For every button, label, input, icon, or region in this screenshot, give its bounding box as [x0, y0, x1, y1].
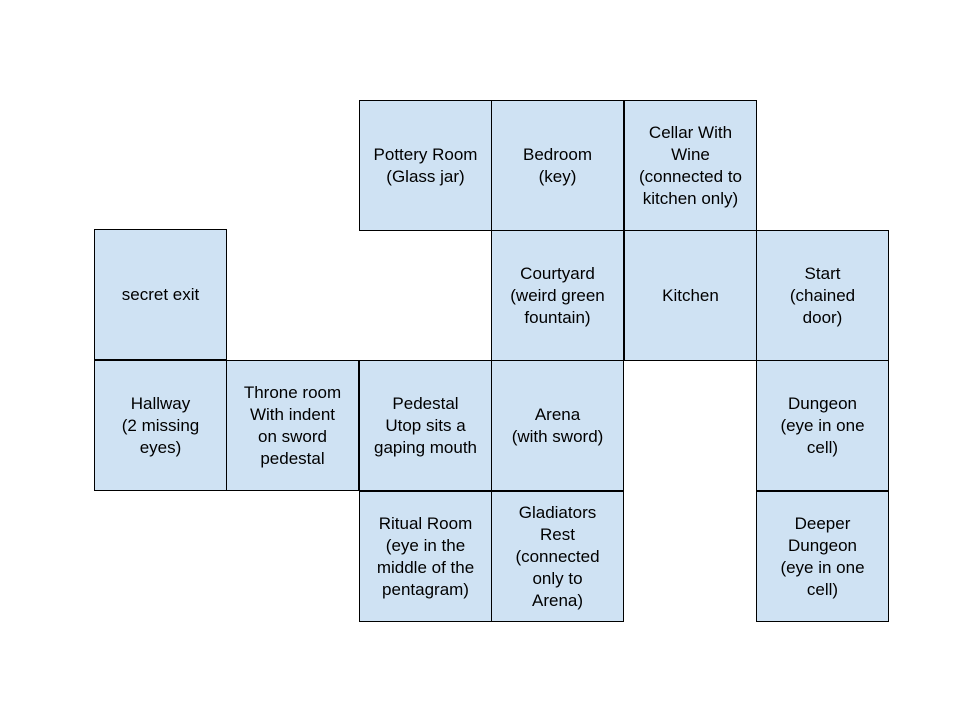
room-label: Throne room With indent on sword pedesta… [243, 382, 342, 468]
room-deeper-dungeon: Deeper Dungeon (eye in one cell) [756, 491, 889, 622]
room-throne-room: Throne room With indent on sword pedesta… [226, 360, 359, 491]
room-label: Gladiators Rest (connected only to Arena… [515, 502, 600, 610]
room-label: Dungeon (eye in one cell) [780, 393, 865, 457]
room-secret-exit: secret exit [94, 229, 227, 360]
room-label: Deeper Dungeon (eye in one cell) [780, 513, 865, 599]
room-courtyard: Courtyard (weird green fountain) [491, 230, 624, 361]
room-label: Hallway (2 missing eyes) [121, 393, 200, 457]
room-label: Pottery Room (Glass jar) [373, 144, 478, 186]
room-label: Bedroom (key) [523, 144, 592, 186]
room-label: Start (chained door) [789, 263, 856, 327]
room-cellar: Cellar With Wine (connected to kitchen o… [624, 100, 757, 231]
room-hallway: Hallway (2 missing eyes) [94, 360, 227, 491]
room-label: Kitchen [662, 285, 719, 305]
room-label: Ritual Room (eye in the middle of the pe… [376, 513, 475, 599]
room-arena: Arena (with sword) [491, 360, 624, 491]
room-label: Pedestal Utop sits a gaping mouth [373, 393, 478, 457]
room-pottery-room: Pottery Room (Glass jar) [359, 100, 492, 231]
room-bedroom: Bedroom (key) [491, 100, 624, 231]
room-kitchen: Kitchen [624, 230, 757, 361]
room-gladiators-rest: Gladiators Rest (connected only to Arena… [491, 491, 624, 622]
room-label: Courtyard (weird green fountain) [510, 263, 605, 327]
room-start: Start (chained door) [756, 230, 889, 361]
room-dungeon: Dungeon (eye in one cell) [756, 360, 889, 491]
room-label: Cellar With Wine (connected to kitchen o… [638, 122, 742, 208]
room-label: secret exit [121, 284, 200, 304]
room-label: Arena (with sword) [511, 404, 604, 446]
room-pedestal: Pedestal Utop sits a gaping mouth [359, 360, 492, 491]
room-ritual-room: Ritual Room (eye in the middle of the pe… [359, 491, 492, 622]
